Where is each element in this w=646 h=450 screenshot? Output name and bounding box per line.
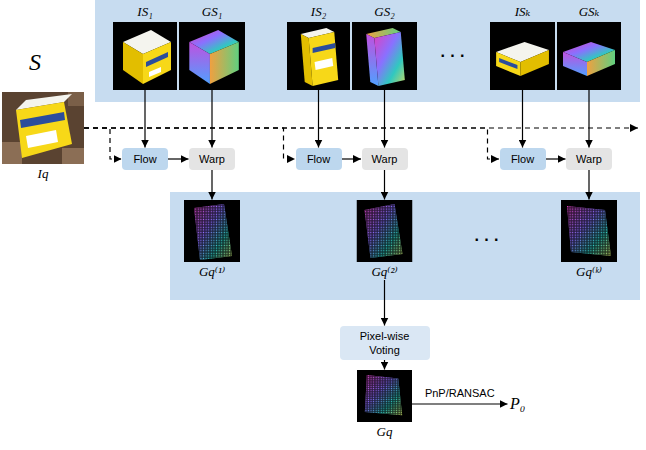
image-tile: GS₂ (352, 4, 417, 90)
image-tile: GS₁ (179, 4, 245, 90)
flow-arrow (522, 90, 523, 148)
dashed-arrow (84, 128, 122, 159)
query-image (2, 92, 84, 164)
flow-arrow (144, 90, 145, 148)
image-label: Gq⁽²⁾ (357, 264, 413, 280)
voting-box: Pixel-wise Voting (340, 326, 430, 360)
geometry-image (352, 22, 417, 90)
flow-arrow (211, 90, 212, 148)
ellipsis: · · · (472, 230, 502, 250)
warp-box: Warp (189, 148, 235, 170)
image-label: GSₖ (557, 4, 621, 20)
image-label: Iq (2, 166, 84, 182)
voted-geometry (357, 370, 412, 422)
image-tile: IS₁ (113, 4, 177, 90)
query-broadcast-line (84, 127, 638, 128)
image-label: GS₂ (352, 4, 417, 20)
flow-arrow (384, 170, 385, 200)
geometry-image (557, 22, 621, 90)
warp-box: Warp (566, 148, 612, 170)
warp-box: Warp (362, 148, 408, 170)
flow-arrow (211, 170, 212, 200)
box-label: Warp (369, 151, 401, 167)
image-label: Gq⁽ᵏ⁾ (561, 264, 617, 280)
flow-arrow (588, 90, 589, 148)
image-label: ISₖ (490, 4, 555, 20)
image-tile: ISₖ (490, 4, 555, 90)
support-image (113, 22, 177, 90)
box-label: Flow (507, 151, 539, 167)
warped-geometry (184, 200, 240, 262)
dashed-arrow (84, 128, 295, 159)
flow-box: Flow (122, 148, 168, 170)
image-tile: GSₖ (557, 4, 621, 90)
image-label: Gq⁽¹⁾ (184, 264, 240, 280)
flow-arrow (588, 170, 589, 200)
flow-arrow (546, 158, 566, 159)
image-tile: IS₂ (287, 4, 350, 90)
image-tile: Gq⁽ᵏ⁾ (561, 200, 617, 280)
symbol-label: P₀ (510, 394, 525, 414)
warped-geometry (357, 200, 413, 262)
image-tile: Gq⁽²⁾ (357, 200, 413, 280)
image-tile: Gq (357, 370, 412, 440)
flow-arrow (384, 90, 385, 148)
flow-arrow (342, 158, 362, 159)
flow-box: Flow (500, 148, 546, 170)
geometry-image (179, 22, 245, 90)
warped-set-band: Gq⁽¹⁾ Gq⁽²⁾ Gq⁽ᵏ⁾ · · · (170, 192, 640, 300)
ellipsis: · · · (438, 46, 468, 66)
set-symbol: S (22, 48, 48, 76)
support-set-band: IS₁GS₁IS₂GS₂ISₖGSₖS· · · (95, 0, 640, 102)
flow-arrow (168, 158, 189, 159)
box-label: Warp (196, 151, 228, 167)
image-label: IS₁ (113, 4, 177, 20)
image-tile: Gq⁽¹⁾ (184, 200, 240, 280)
image-label: GS₁ (179, 4, 245, 20)
flow-arrow (384, 360, 385, 370)
box-label: Pixel-wise Voting (348, 329, 422, 357)
flow-arrow (384, 280, 385, 326)
dashed-arrow (84, 128, 499, 159)
image-label: IS₂ (287, 4, 350, 20)
flow-arrow (318, 90, 319, 148)
box-label: Warp (573, 151, 605, 167)
edge-label: PnP/RANSAC (423, 386, 497, 400)
flow-arrow (412, 403, 508, 404)
image-tile: Iq (2, 92, 84, 182)
image-label: Gq (357, 424, 412, 440)
box-label: Flow (129, 151, 161, 167)
flow-box: Flow (296, 148, 342, 170)
box-label: Flow (303, 151, 335, 167)
support-image (490, 22, 555, 90)
support-image (287, 22, 350, 90)
pose-symbol: P₀ (508, 394, 527, 414)
warped-geometry (561, 200, 617, 262)
